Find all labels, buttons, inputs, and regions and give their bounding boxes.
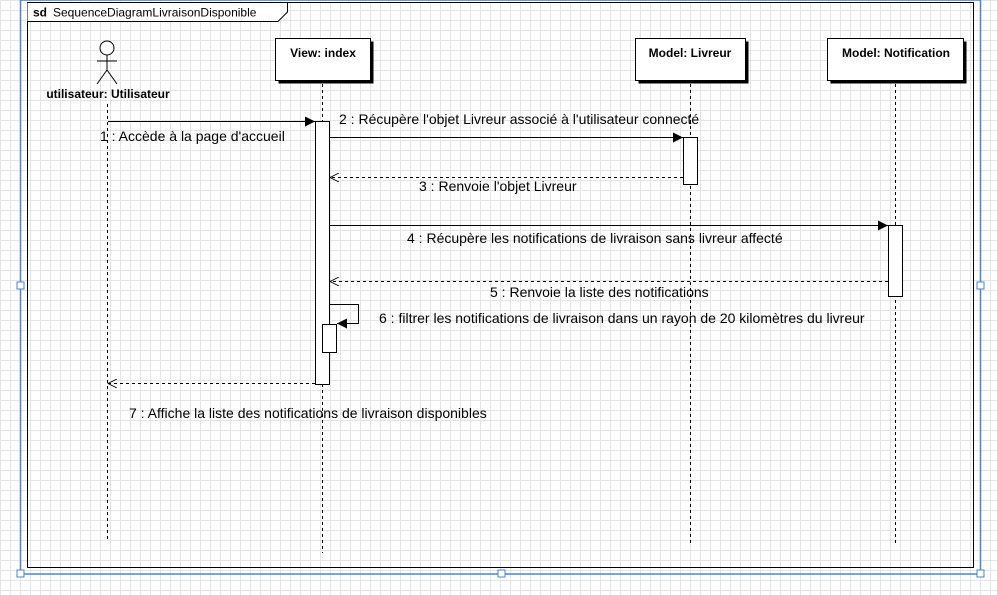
lifeline-label-view-index: View: index bbox=[290, 46, 356, 60]
lifeline-head-shadow bbox=[963, 41, 967, 84]
message-label-7: 7 : Affiche la liste des notifications d… bbox=[129, 405, 487, 421]
resize-handle-right[interactable] bbox=[976, 281, 985, 290]
activation-bar-view-index[interactable] bbox=[315, 121, 330, 385]
message-arrow-6[interactable] bbox=[330, 304, 359, 329]
resize-handle-bottom-right[interactable] bbox=[976, 569, 985, 578]
activation-bar-self-call[interactable] bbox=[322, 324, 337, 353]
actor-label: utilisateur: Utilisateur bbox=[46, 87, 170, 101]
resize-handle-bottom-left[interactable] bbox=[16, 569, 25, 578]
lifeline-head-shadow bbox=[638, 80, 749, 84]
resize-handle-bottom[interactable] bbox=[497, 569, 506, 578]
lifeline-head-model-notification[interactable] bbox=[827, 38, 964, 81]
lifeline-label-model-notification: Model: Notification bbox=[842, 46, 950, 60]
frame-name: SequenceDiagramLivraisonDisponible bbox=[53, 6, 257, 20]
message-label-5: 5 : Renvoie la liste des notifications bbox=[490, 284, 709, 300]
actor-head bbox=[99, 40, 115, 56]
activation-bar-model-notification[interactable] bbox=[888, 225, 903, 297]
resize-handle-left[interactable] bbox=[16, 281, 25, 290]
lifeline-head-shadow bbox=[830, 80, 967, 84]
frame-keyword: sd bbox=[33, 6, 47, 20]
activation-bar-model-livreur[interactable] bbox=[683, 137, 698, 185]
message-label-2: 2 : Récupère l'objet Livreur associé à l… bbox=[339, 111, 699, 127]
message-label-1: 1 : Accède à la page d'accueil bbox=[100, 128, 285, 144]
lifeline-head-shadow bbox=[278, 80, 374, 84]
lifeline-head-shadow bbox=[745, 41, 749, 84]
lifeline-label-model-livreur: Model: Livreur bbox=[649, 46, 732, 60]
actor-user[interactable] bbox=[96, 40, 118, 85]
lifeline-head-shadow bbox=[370, 41, 374, 84]
sequence-frame[interactable] bbox=[27, 2, 974, 568]
frame-label-tab bbox=[27, 2, 288, 22]
message-label-6: 6 : filtrer les notifications de livrais… bbox=[379, 310, 865, 326]
message-label-4: 4 : Récupère les notifications de livrai… bbox=[407, 230, 783, 246]
message-label-3: 3 : Renvoie l'objet Livreur bbox=[419, 178, 577, 194]
